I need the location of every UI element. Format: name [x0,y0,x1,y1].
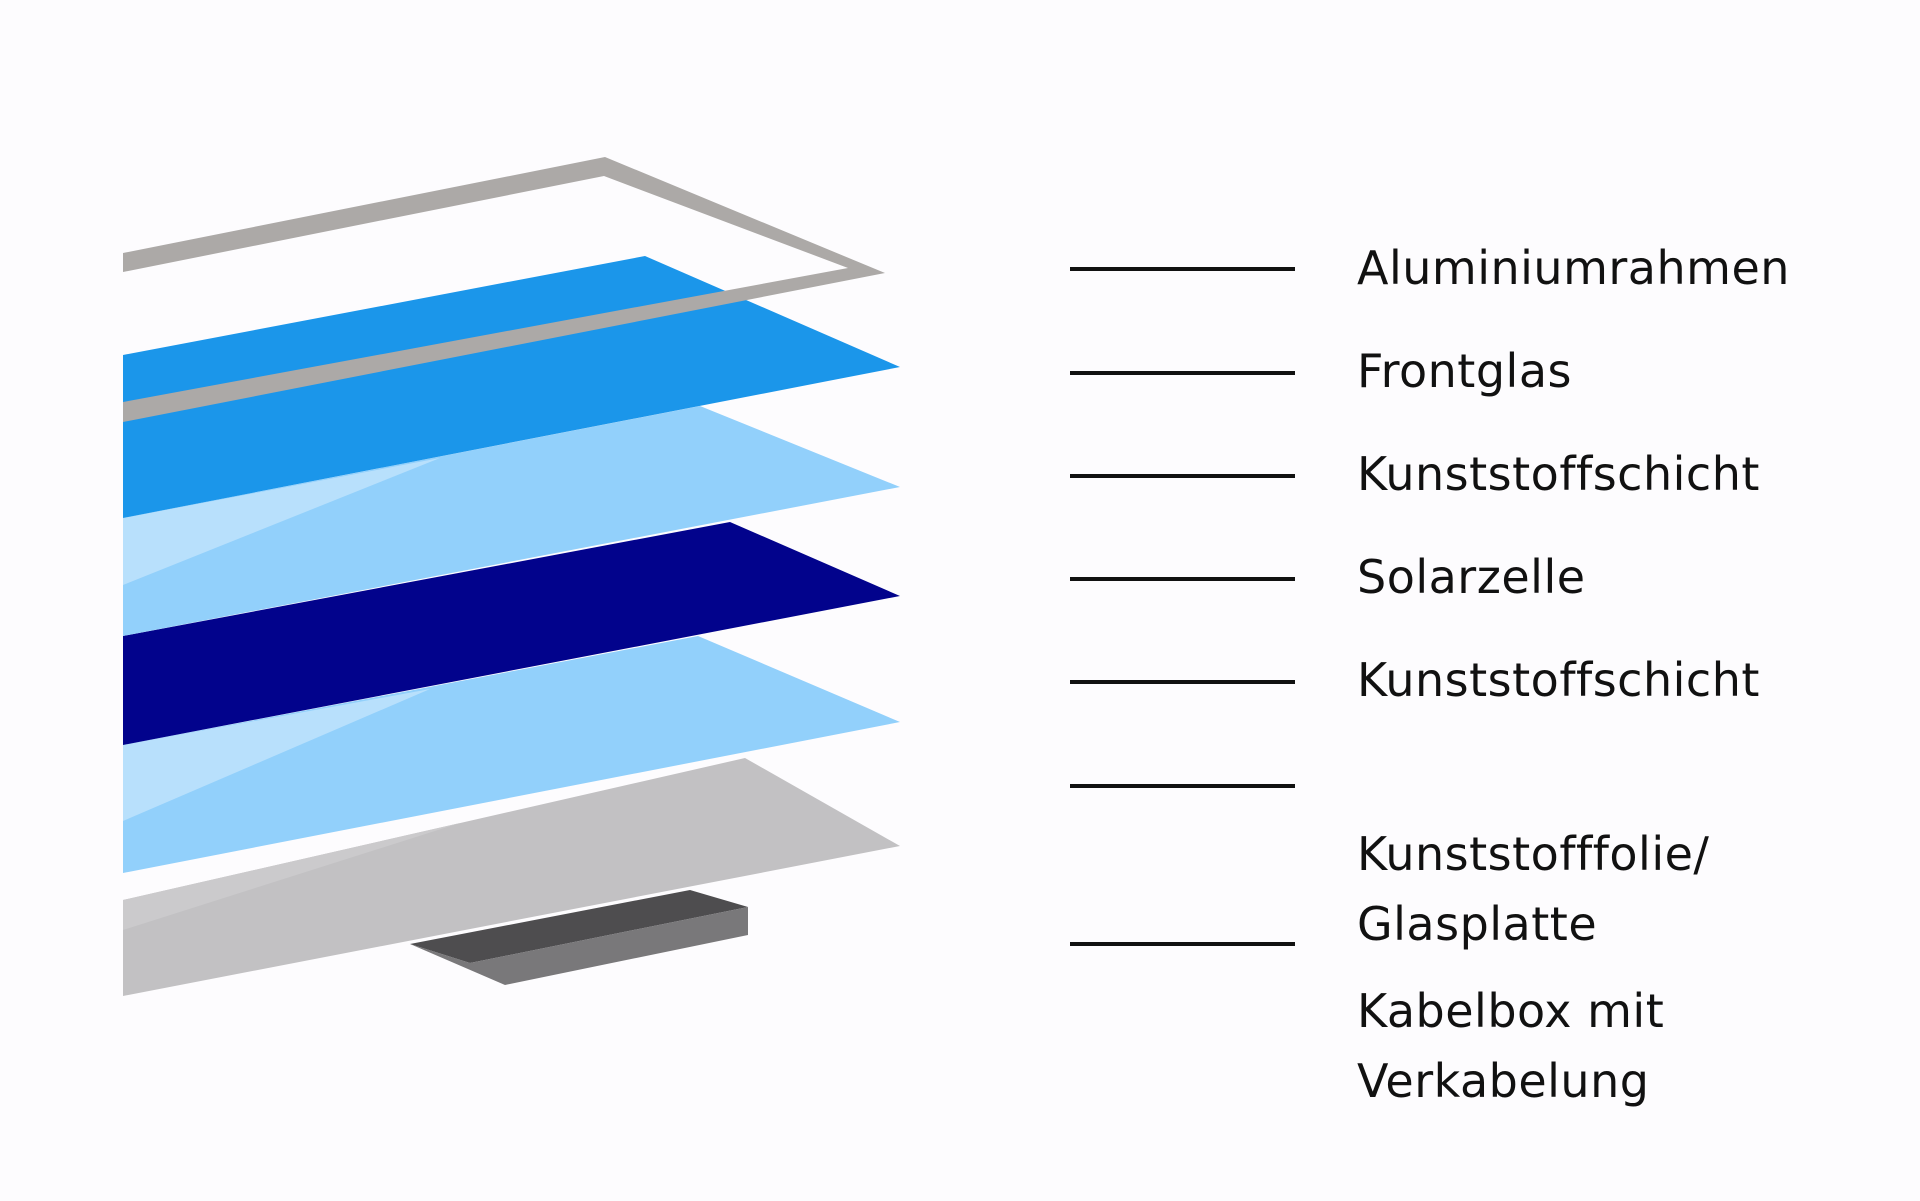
label-front-glass-text: Frontglas [1357,344,1572,398]
back-sheet-top-face [123,758,900,996]
solar-cell-face [123,522,900,745]
plastic-layer-top-highlight [123,458,440,585]
label-back-sheet-text: Kunststofffolie/ Glasplatte [1357,827,1710,951]
solar-cell-layer [123,522,900,745]
aluminum-frame-ring [123,157,885,422]
front-glass-layer [123,256,900,518]
plastic-layer-bottom-highlight [123,689,430,821]
label-aluminum-frame: Aluminiumrahmen [1357,233,1790,303]
back-sheet-shade [123,823,460,930]
label-solar-cell: Solarzelle [1357,542,1586,612]
label-plastic-layer-bottom: Kunststoffschicht [1357,645,1760,715]
leader-line-back-sheet [1070,784,1295,788]
front-glass-face [123,256,900,518]
leader-line-solar-cell [1070,577,1295,581]
plastic-layer-top [123,406,900,636]
label-aluminum-frame-text: Aluminiumrahmen [1357,241,1790,295]
label-plastic-layer-top-text: Kunststoffschicht [1357,447,1760,501]
label-front-glass: Frontglas [1357,336,1572,406]
plastic-layer-bottom-face [123,636,900,873]
back-sheet-layer [123,758,900,996]
label-solar-cell-text: Solarzelle [1357,550,1586,604]
leader-line-junction-box [1070,942,1295,946]
layer-illustration [123,157,900,996]
label-plastic-layer-bottom-text: Kunststoffschicht [1357,653,1760,707]
plastic-layer-bottom [123,636,900,873]
leader-line-front-glass [1070,371,1295,375]
leader-line-plastic-layer-top [1070,474,1295,478]
label-junction-box: Kabelbox mit Verkabelung [1357,906,1664,1116]
label-junction-box-text: Kabelbox mit Verkabelung [1357,984,1665,1108]
junction-box-side-face [410,907,748,985]
aluminum-frame-layer [123,157,885,422]
plastic-layer-top-face [123,406,900,636]
leader-line-plastic-layer-bottom [1070,680,1295,684]
junction-box-top-face [410,890,748,963]
junction-box [410,890,748,985]
label-plastic-layer-top: Kunststoffschicht [1357,439,1760,509]
label-back-sheet: Kunststofffolie/ Glasplatte [1357,749,1709,959]
leader-line-aluminum-frame [1070,267,1295,271]
